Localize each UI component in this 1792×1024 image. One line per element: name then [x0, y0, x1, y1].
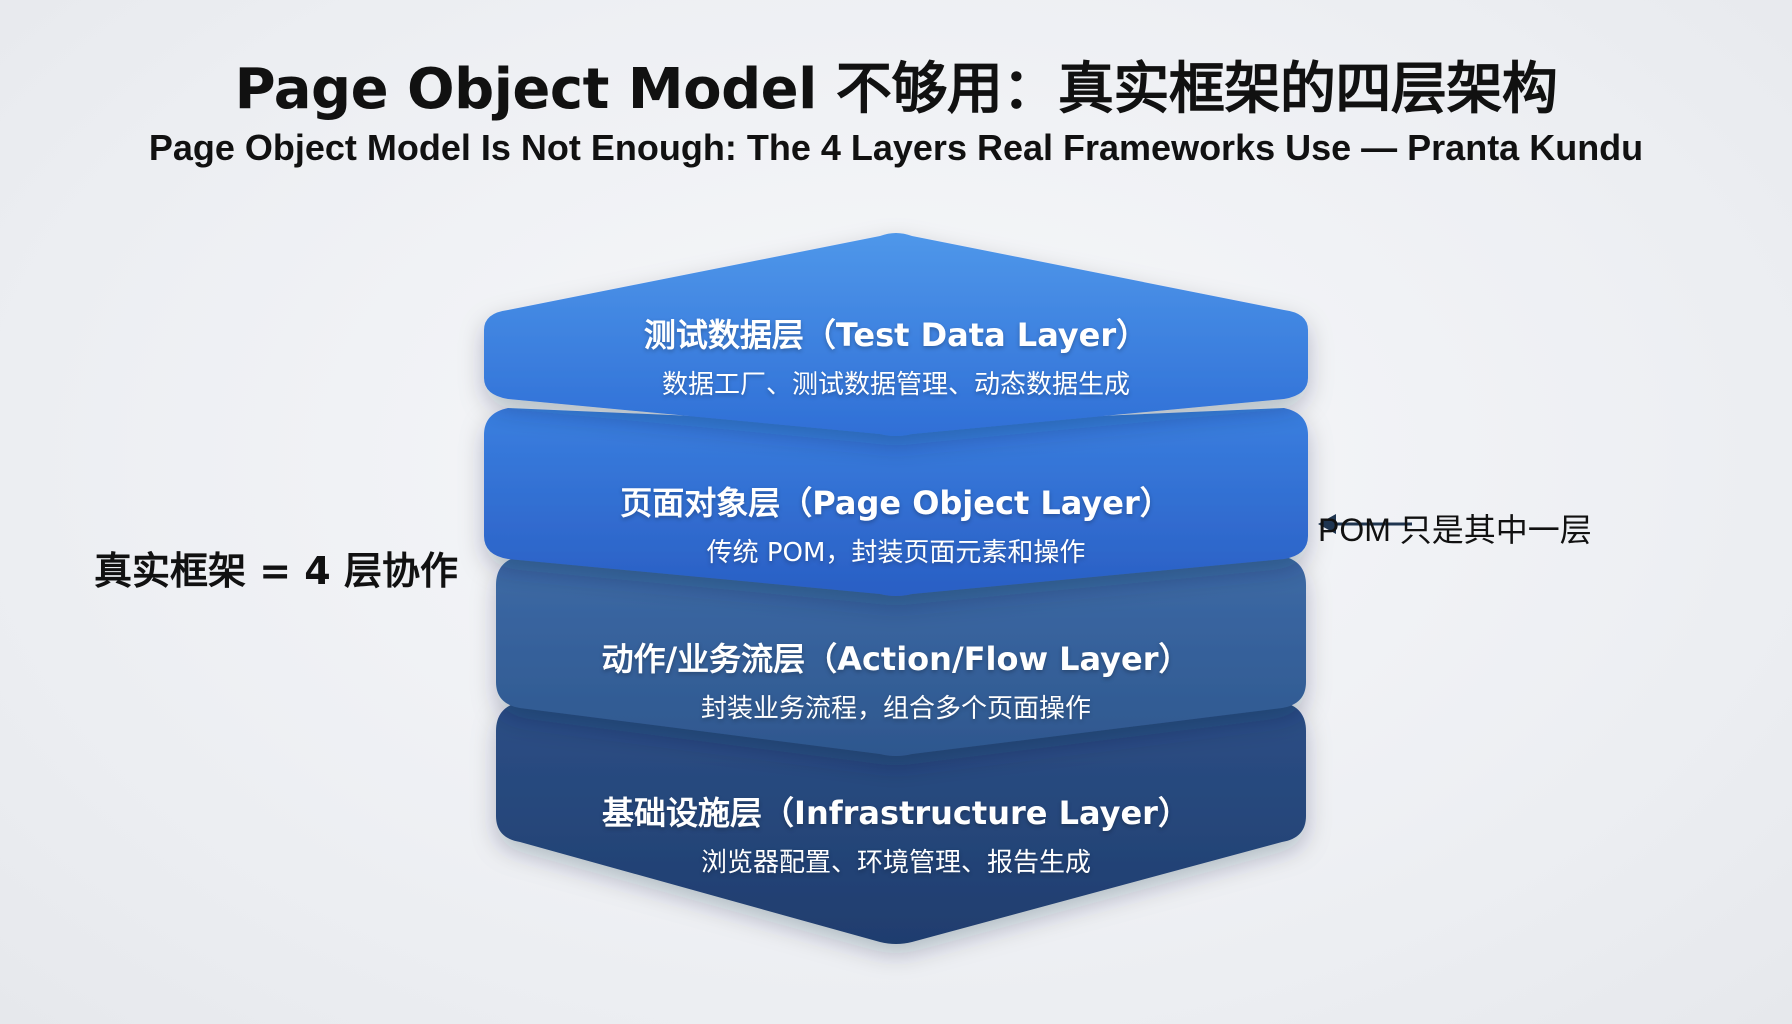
layer-block-page-object — [484, 408, 1308, 596]
layer-title: 基础设施层（Infrastructure Layer） — [602, 794, 1190, 832]
layer-desc: 传统 POM，封装页面元素和操作 — [706, 538, 1086, 568]
left-annotation: 真实框架 = 4 层协作 — [94, 549, 458, 593]
layer-block-infrastructure — [496, 702, 1306, 944]
right-annotation: POM 只是其中一层 — [1318, 505, 1592, 551]
layer-label-page-object: 页面对象层（Page Object Layer） 传统 POM，封装页面元素和操… — [496, 478, 1296, 569]
page-title: Page Object Model 不够用：真实框架的四层架构 — [234, 57, 1558, 122]
layer-block-action-flow — [496, 556, 1306, 756]
right-annotation-text: POM 只是其中一层 — [1318, 512, 1592, 548]
layer-desc: 数据工厂、测试数据管理、动态数据生成 — [661, 370, 1130, 400]
layer-title: 页面对象层（Page Object Layer） — [620, 484, 1172, 522]
layer-label-action-flow: 动作/业务流层（Action/Flow Layer） 封装业务流程，组合多个页面… — [496, 634, 1296, 725]
layer-block-test-data — [484, 233, 1308, 436]
layer-title: 动作/业务流层（Action/Flow Layer） — [601, 640, 1191, 678]
arrow-left-icon — [1318, 514, 1412, 534]
layer-title: 测试数据层（Test Data Layer） — [643, 316, 1149, 354]
layer-desc: 封装业务流程，组合多个页面操作 — [700, 694, 1091, 724]
layer-label-test-data: 测试数据层（Test Data Layer） 数据工厂、测试数据管理、动态数据生… — [496, 310, 1296, 401]
layer-desc: 浏览器配置、环境管理、报告生成 — [700, 848, 1091, 878]
layer-label-infrastructure: 基础设施层（Infrastructure Layer） 浏览器配置、环境管理、报… — [496, 788, 1296, 879]
page-subtitle: Page Object Model Is Not Enough: The 4 L… — [148, 127, 1644, 168]
